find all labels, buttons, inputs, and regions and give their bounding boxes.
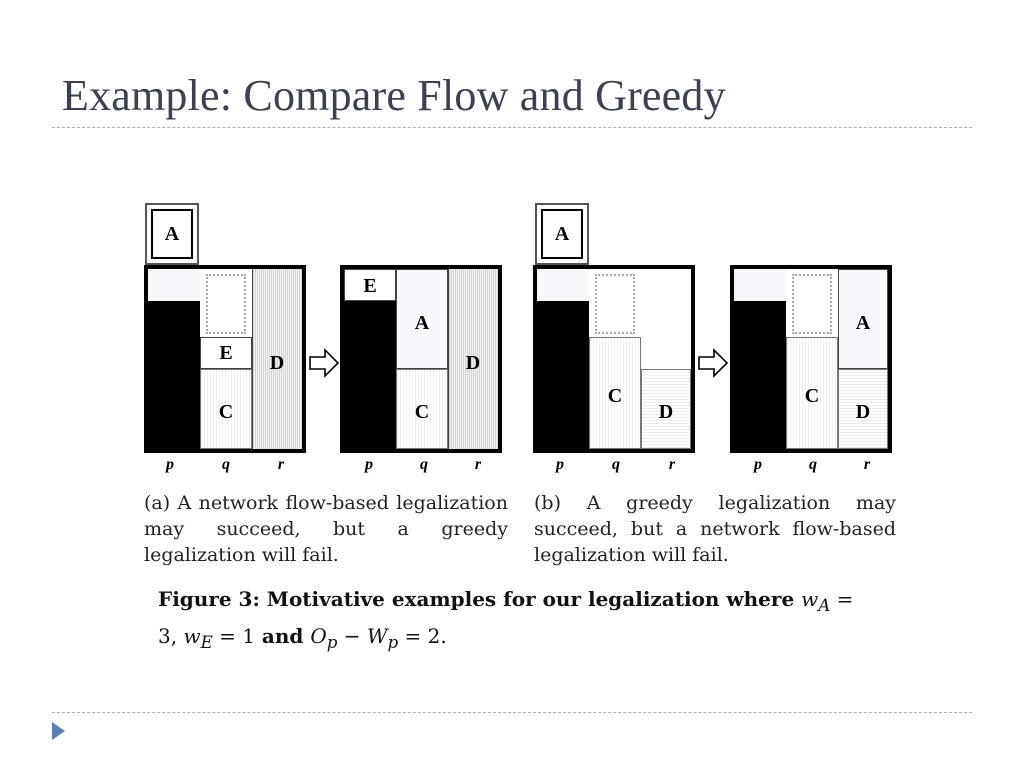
cell-label: D bbox=[658, 401, 674, 423]
column-label-p: p bbox=[754, 456, 762, 473]
cell-label: C bbox=[414, 401, 430, 423]
figure-caption-text: Figure 3: Motivative examples for our le… bbox=[158, 587, 795, 611]
math-text: − bbox=[337, 624, 367, 648]
math-subscript: A bbox=[818, 596, 831, 615]
column-label-p: p bbox=[365, 456, 373, 473]
placement-diagram-b-after: C A D bbox=[730, 265, 892, 453]
placement-diagram-a-after: E A C D bbox=[340, 265, 502, 453]
math-subscript: E bbox=[200, 633, 213, 652]
column-label-r: r bbox=[277, 456, 285, 473]
cell-label: D bbox=[269, 352, 285, 374]
cell-label: C bbox=[804, 385, 820, 407]
math-text: = 1 bbox=[212, 624, 255, 648]
bullet-arrow-icon bbox=[52, 722, 65, 740]
column-label-q: q bbox=[222, 456, 230, 473]
cell-label: E bbox=[363, 275, 377, 297]
cell-label: D bbox=[465, 352, 481, 374]
cell-label: A bbox=[414, 312, 430, 334]
cell-label: A bbox=[855, 312, 871, 334]
arrow-right-icon bbox=[698, 348, 729, 378]
placement-diagram-a-before: E C D bbox=[144, 265, 306, 453]
math-subscript: p bbox=[326, 633, 338, 652]
column-label-p: p bbox=[166, 456, 174, 473]
math-symbol: w bbox=[183, 624, 201, 648]
cell-label: D bbox=[855, 401, 871, 423]
math-text: = 3, bbox=[158, 587, 854, 648]
math-symbol: W bbox=[366, 624, 388, 648]
cell-label: C bbox=[218, 401, 234, 423]
cell-label: E bbox=[219, 342, 233, 364]
column-label-q: q bbox=[612, 456, 620, 473]
placement-diagram-b-before: C D bbox=[533, 265, 695, 453]
math-text: = 2. bbox=[398, 624, 447, 648]
title-divider bbox=[52, 127, 972, 128]
cell-label: A bbox=[554, 223, 570, 245]
footer-divider bbox=[52, 712, 972, 713]
column-label-r: r bbox=[863, 456, 871, 473]
math-text: and bbox=[254, 624, 311, 648]
figure-caption: Figure 3: Motivative examples for our le… bbox=[158, 584, 878, 658]
column-label-q: q bbox=[420, 456, 428, 473]
slide-title: Example: Compare Flow and Greedy bbox=[62, 71, 726, 120]
math-symbol: O bbox=[310, 624, 327, 648]
math-subscript: p bbox=[387, 633, 399, 652]
cell-label: C bbox=[607, 385, 623, 407]
cell-label: A bbox=[164, 223, 180, 245]
subcaption-b: (b) A greedy legalization may succeed, b… bbox=[534, 492, 896, 566]
cell-a-floating: A bbox=[145, 203, 199, 265]
subcaption-a: (a) A network flow-based legalization ma… bbox=[144, 492, 508, 566]
arrow-right-icon bbox=[309, 348, 340, 378]
column-label-r: r bbox=[474, 456, 482, 473]
column-label-q: q bbox=[809, 456, 817, 473]
cell-a-floating: A bbox=[535, 203, 589, 265]
column-label-r: r bbox=[668, 456, 676, 473]
math-symbol: w bbox=[801, 587, 819, 611]
column-label-p: p bbox=[556, 456, 564, 473]
